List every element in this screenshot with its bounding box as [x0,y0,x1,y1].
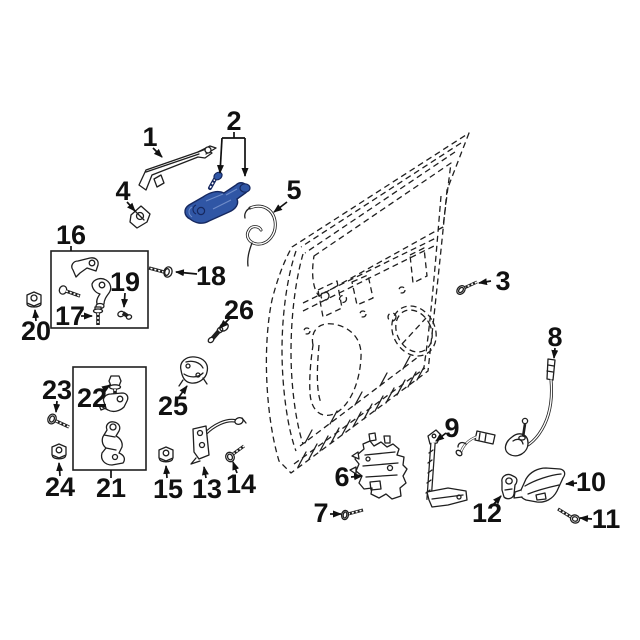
door-panel-drawing [265,132,470,474]
part-8-drawing[interactable] [455,358,556,457]
group-box-16 [50,250,149,329]
part-label-1[interactable]: 1 [142,122,157,152]
part-21-drawing[interactable] [98,392,129,466]
leader-line-14 [232,461,240,474]
part-label-26[interactable]: 26 [224,295,254,325]
leader-line-18 [175,269,198,277]
leader-line-9 [435,432,447,442]
part-24-drawing[interactable] [51,443,67,460]
part-label-10[interactable]: 10 [576,467,606,497]
part-label-24[interactable]: 24 [45,472,75,502]
leader-line-15 [163,465,171,479]
part-label-11[interactable]: 11 [592,504,621,534]
part-label-14[interactable]: 14 [226,469,256,499]
leader-line-22 [100,384,111,393]
part-2-drawing[interactable] [184,171,251,224]
part-14-drawing[interactable] [224,444,245,463]
part-15-drawing[interactable] [158,446,174,463]
leader-line-4 [126,201,136,212]
part-label-20[interactable]: 20 [21,316,51,346]
part-20-drawing[interactable] [26,291,42,308]
part-7-drawing[interactable] [340,508,364,521]
leader-line-8 [551,347,559,359]
part-label-3[interactable]: 3 [495,266,510,296]
part-label-8[interactable]: 8 [547,322,562,352]
part-5-drawing[interactable] [244,204,277,267]
part-16-drawing[interactable] [58,257,112,310]
leader-line-10 [565,479,578,487]
part-label-12[interactable]: 12 [472,498,502,528]
leader-line-26 [219,317,231,329]
part-label-15[interactable]: 15 [153,474,183,504]
part-label-21[interactable]: 21 [96,473,126,503]
part-label-7[interactable]: 7 [313,498,328,528]
leader-line-25 [178,385,188,398]
part-18-drawing[interactable] [148,266,173,278]
leader-line-2 [216,137,224,174]
leader-line-6 [350,473,363,481]
leader-line-5 [273,201,288,213]
part-label-13[interactable]: 13 [192,474,222,504]
part-11-drawing[interactable] [557,507,581,524]
leader-line-1 [152,147,163,158]
part-6-drawing[interactable] [349,432,408,500]
part-9-drawing[interactable] [425,429,468,508]
part-label-23[interactable]: 23 [42,375,72,405]
part-17-drawing[interactable] [92,306,104,325]
part-4-drawing[interactable] [129,205,151,229]
part-label-16[interactable]: 16 [56,220,86,250]
part-label-9[interactable]: 9 [444,413,459,443]
part-label-6[interactable]: 6 [334,462,349,492]
part-1-drawing[interactable] [138,145,217,191]
leader-line-20 [32,309,40,322]
part-12-drawing[interactable] [501,473,518,500]
part-label-17[interactable]: 17 [55,301,85,331]
part-label-25[interactable]: 25 [158,391,188,421]
group-box-21 [72,366,147,471]
part-19-drawing[interactable] [117,310,133,320]
leader-line-19 [121,292,129,308]
part-label-5[interactable]: 5 [286,175,301,205]
door-sill-hatch [297,355,425,468]
leader-line-23 [53,400,61,413]
part-label-18[interactable]: 18 [196,261,226,291]
part-23-drawing[interactable] [46,413,70,429]
part-label-2[interactable]: 2 [226,106,241,136]
part-2-screw [208,171,223,190]
part-13-drawing[interactable] [190,417,247,465]
part-label-22[interactable]: 22 [77,383,107,413]
leader-line-24 [56,462,64,477]
part-label-4[interactable]: 4 [115,176,130,206]
part-2-handle [184,182,251,224]
part-label-19[interactable]: 19 [110,267,140,297]
part-10-drawing[interactable] [513,467,566,503]
leader-line-3 [478,278,492,286]
leader-line-12 [492,495,502,506]
part-25-drawing[interactable] [178,356,209,387]
part-3-drawing[interactable] [455,280,478,296]
leader-line-11 [579,515,593,523]
leader-line-13 [201,466,209,479]
